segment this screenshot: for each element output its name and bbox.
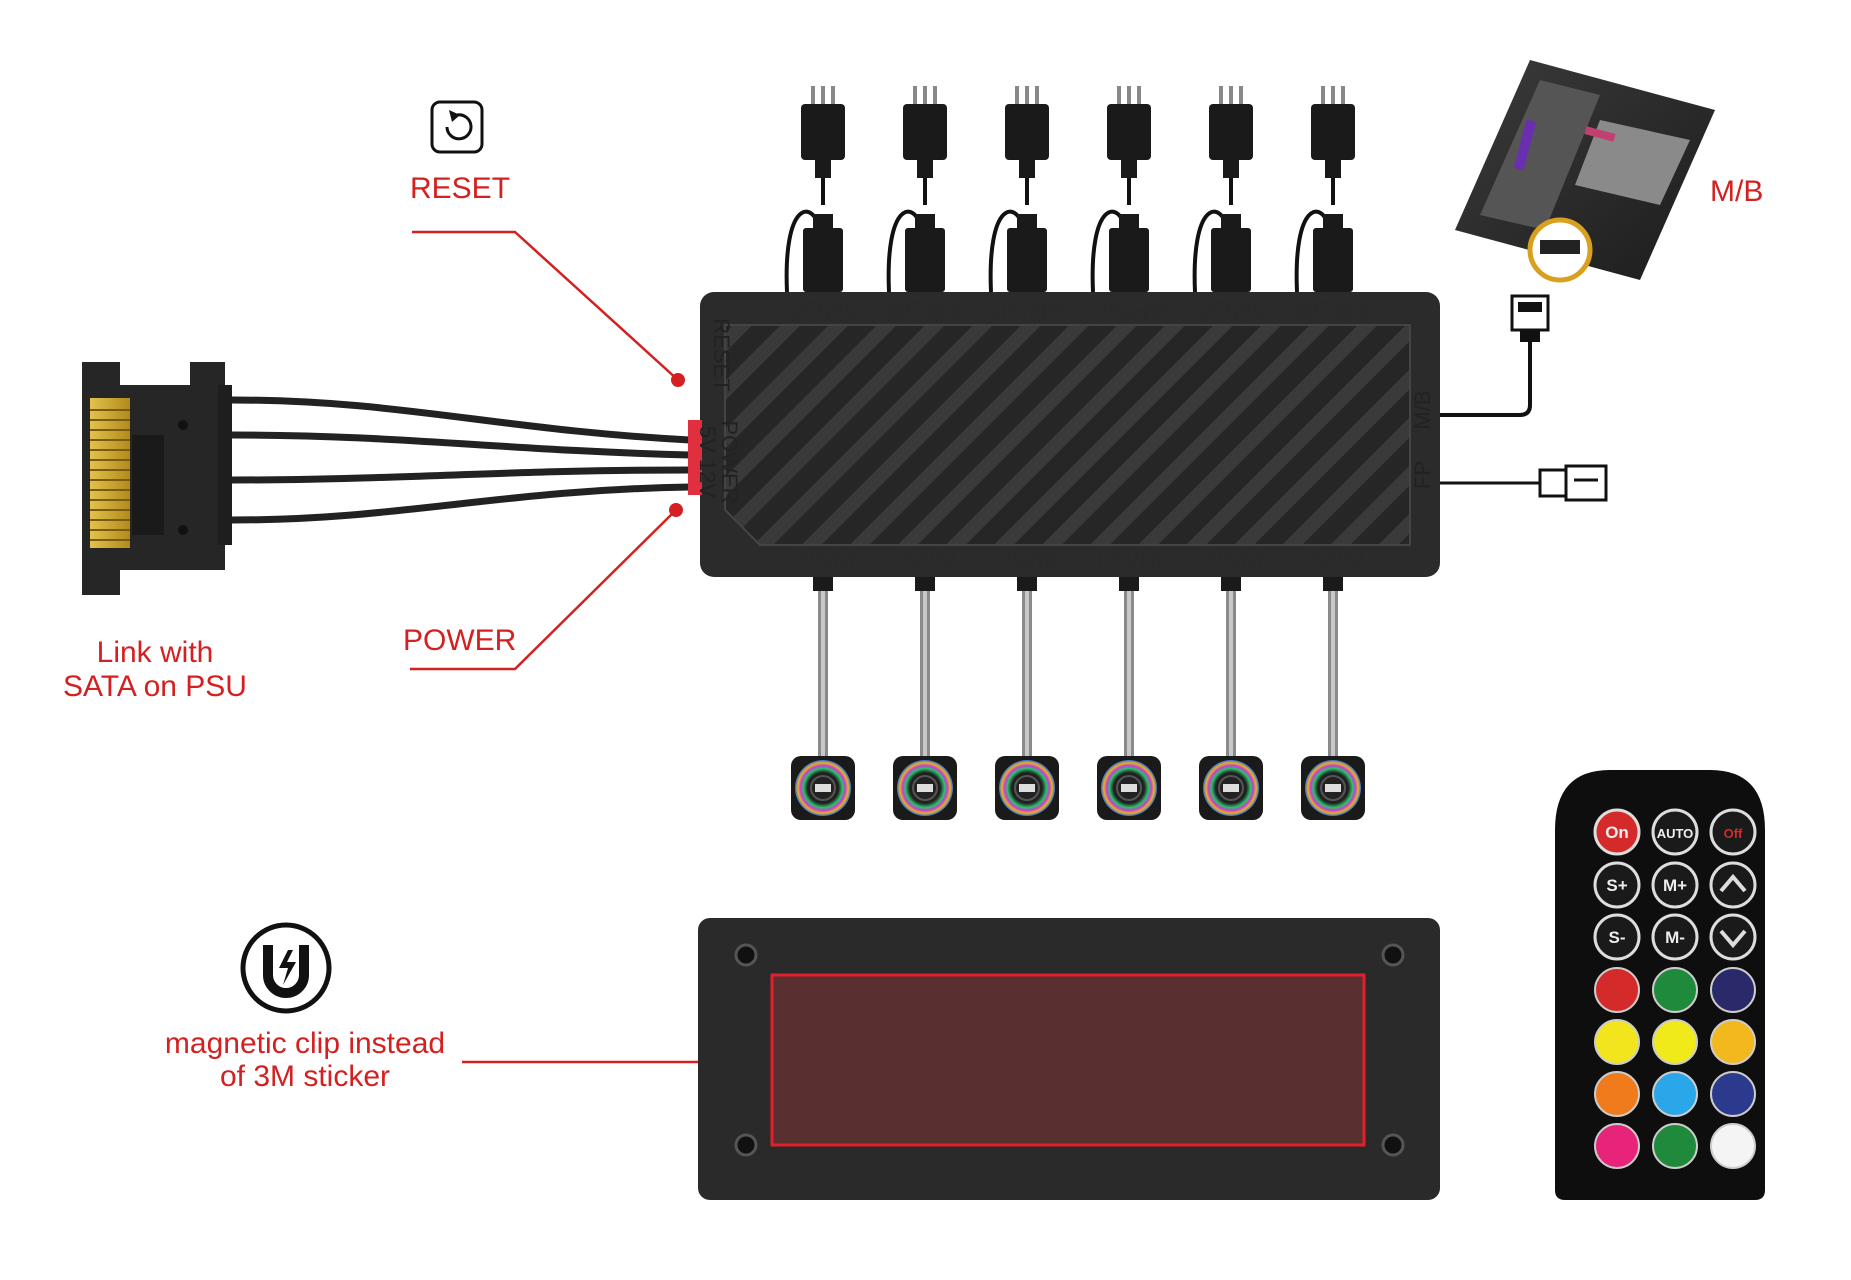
fan-icon bbox=[1199, 756, 1263, 820]
pwm-ports: PWM PWM PWM PWM PWM PWM bbox=[790, 544, 1366, 820]
remote-color-button[interactable] bbox=[1710, 1123, 1756, 1169]
pwm-fan-assembly: PWM bbox=[892, 544, 958, 820]
remote-button-label: S+ bbox=[1606, 876, 1627, 895]
remote-button[interactable] bbox=[1709, 913, 1757, 961]
remote-color-button[interactable] bbox=[1652, 1071, 1698, 1117]
remote-color-button[interactable] bbox=[1652, 1019, 1698, 1065]
remote-button[interactable]: M+ bbox=[1651, 861, 1699, 909]
pwm-port-label: PWM bbox=[1300, 544, 1366, 574]
motherboard-icon bbox=[1455, 60, 1715, 283]
magnetic-plate bbox=[698, 918, 1440, 1200]
sata-label-line2: SATA on PSU bbox=[63, 670, 247, 703]
pwm-port-label: PWM bbox=[994, 544, 1060, 574]
remote-color-button[interactable] bbox=[1594, 1019, 1640, 1065]
magnet-icon bbox=[240, 922, 332, 1014]
argb-connector-icon: ARGB bbox=[784, 86, 862, 326]
remote-button-label: On bbox=[1605, 823, 1629, 842]
remote-button-label: AUTO bbox=[1657, 826, 1694, 841]
hub-body bbox=[688, 292, 1440, 577]
power-leader bbox=[410, 503, 683, 671]
remote-button[interactable]: S- bbox=[1593, 913, 1641, 961]
fan-icon bbox=[1097, 756, 1161, 820]
remote-color-button[interactable] bbox=[1594, 1071, 1640, 1117]
remote-color-button[interactable] bbox=[1594, 1123, 1640, 1169]
sata-connector bbox=[82, 362, 232, 595]
hub-side-reset-label: RESET bbox=[709, 318, 734, 391]
argb-port-label: ARGB bbox=[887, 296, 964, 326]
argb-connector-icon: ARGB bbox=[988, 86, 1066, 326]
hub-side-labels: RESET POWER 5V 12V M/B FP bbox=[695, 318, 1435, 503]
remote-button[interactable]: On bbox=[1593, 808, 1641, 856]
remote-color-button[interactable] bbox=[1710, 967, 1756, 1013]
magnetic-label-line2: of 3M sticker bbox=[219, 1060, 391, 1093]
argb-connector-icon: ARGB bbox=[886, 86, 964, 326]
remote-button[interactable]: S+ bbox=[1593, 861, 1641, 909]
remote-button-label: Off bbox=[1724, 826, 1743, 841]
argb-port-label: ARGB bbox=[1091, 296, 1168, 326]
argb-ports: ARGB ARGB ARGB ARGB ARGB ARGB bbox=[784, 86, 1372, 326]
argb-port-label: ARGB bbox=[1295, 296, 1372, 326]
remote-color-button[interactable] bbox=[1652, 967, 1698, 1013]
argb-port-label: ARGB bbox=[785, 296, 862, 326]
remote-color-button[interactable] bbox=[1594, 967, 1640, 1013]
power-label: POWER bbox=[403, 624, 517, 657]
pwm-port-label: PWM bbox=[790, 544, 856, 574]
mb-cable-plug-icon bbox=[1510, 294, 1550, 342]
pwm-fan-assembly: PWM bbox=[1198, 544, 1264, 820]
remote-color-button[interactable] bbox=[1710, 1071, 1756, 1117]
remote-button[interactable] bbox=[1709, 861, 1757, 909]
magnetic-label-line1: magnetic clip instead bbox=[164, 1027, 446, 1060]
pwm-fan-assembly: PWM bbox=[1300, 544, 1366, 820]
argb-port-label: ARGB bbox=[989, 296, 1066, 326]
remote-color-button[interactable] bbox=[1652, 1123, 1698, 1169]
hub-side-power-label: POWER bbox=[717, 420, 742, 503]
pwm-port-label: PWM bbox=[1096, 544, 1162, 574]
sata-label-line1: Link with bbox=[96, 636, 214, 669]
pwm-fan-assembly: PWM bbox=[1096, 544, 1162, 820]
argb-connector-icon: ARGB bbox=[1192, 86, 1270, 326]
fan-icon bbox=[1301, 756, 1365, 820]
hub-side-volts-label: 5V 12V bbox=[695, 426, 720, 498]
reset-leader bbox=[412, 230, 685, 387]
sata-wires bbox=[231, 396, 691, 524]
remote-color-button[interactable] bbox=[1710, 1019, 1756, 1065]
pwm-port-label: PWM bbox=[1198, 544, 1264, 574]
argb-connector-icon: ARGB bbox=[1090, 86, 1168, 326]
pwm-fan-assembly: PWM bbox=[994, 544, 1060, 820]
pwm-fan-assembly: PWM bbox=[790, 544, 856, 820]
argb-port-label: ARGB bbox=[1193, 296, 1270, 326]
remote-button-label: M+ bbox=[1663, 876, 1687, 895]
fp-plug-icon bbox=[1538, 464, 1608, 502]
remote-button[interactable]: Off bbox=[1709, 808, 1757, 856]
remote-button-label: S- bbox=[1609, 928, 1626, 947]
reset-label: RESET bbox=[410, 172, 511, 205]
pwm-port-label: PWM bbox=[892, 544, 958, 574]
hub-right-fp-label: FP bbox=[1410, 461, 1435, 489]
reset-icon bbox=[430, 100, 484, 154]
up-icon bbox=[1719, 873, 1747, 893]
argb-connector-icon: ARGB bbox=[1294, 86, 1372, 326]
fan-icon bbox=[791, 756, 855, 820]
remote-button[interactable]: M- bbox=[1651, 913, 1699, 961]
down-icon bbox=[1719, 929, 1747, 949]
remote-button[interactable]: AUTO bbox=[1651, 808, 1699, 856]
fan-icon bbox=[995, 756, 1059, 820]
hub-right-mb-label: M/B bbox=[1410, 390, 1435, 429]
fan-icon bbox=[893, 756, 957, 820]
mb-cable bbox=[1440, 335, 1532, 417]
mb-label: M/B bbox=[1710, 175, 1764, 208]
remote-button-label: M- bbox=[1665, 928, 1685, 947]
